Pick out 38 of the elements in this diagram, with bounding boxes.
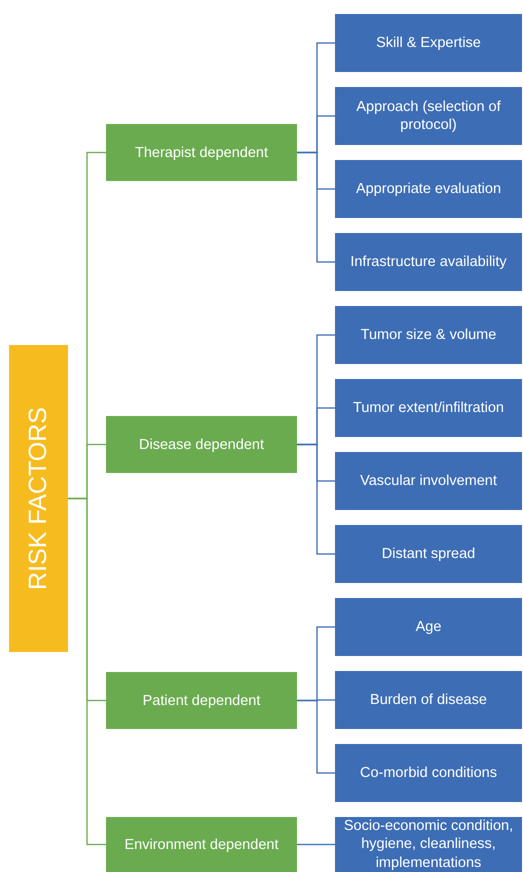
box-label: Distant spread xyxy=(382,544,476,564)
box-label: Socio-economic condition, hygiene, cleanliness, implementations xyxy=(342,817,514,872)
connector-line xyxy=(297,152,335,263)
title-box xyxy=(9,345,68,652)
box-label: Burden of disease xyxy=(370,690,487,710)
factor-box xyxy=(335,598,522,656)
box-label: Appropriate evaluation xyxy=(356,180,502,198)
box-label: Skill & Expertise xyxy=(376,34,481,52)
category-box xyxy=(106,817,297,872)
box-label: Tumor extent/infiltration xyxy=(353,398,504,418)
box-label: Approach (selection of protocol) xyxy=(355,98,502,134)
connector-line xyxy=(297,700,335,774)
factor-box xyxy=(335,525,522,583)
box-label: Disease dependent xyxy=(139,436,264,452)
factor-box xyxy=(335,306,522,364)
factor-box xyxy=(335,233,522,291)
factor-box xyxy=(335,744,522,802)
connector-line xyxy=(297,444,335,555)
box-label: Co-morbid conditions xyxy=(360,764,497,782)
box-label: Environment dependent xyxy=(124,836,278,852)
box-label: Therapist dependent xyxy=(134,144,268,160)
box-label: Infrastructure availability xyxy=(350,252,507,272)
factor-box xyxy=(335,87,522,145)
factor-box xyxy=(335,160,522,218)
category-box xyxy=(106,416,297,473)
category-box xyxy=(106,672,297,729)
category-box xyxy=(106,124,297,181)
factor-box xyxy=(335,671,522,729)
connector-line xyxy=(68,498,106,846)
box-label: Patient dependent xyxy=(142,692,260,708)
factor-box xyxy=(335,452,522,510)
connector-line xyxy=(297,844,335,846)
factor-box xyxy=(335,14,522,72)
box-label: Age xyxy=(416,618,442,636)
box-label: RISK FACTORS xyxy=(24,407,53,590)
factor-box xyxy=(335,379,522,437)
box-label: Vascular involvement xyxy=(360,472,497,490)
box-label: Tumor size & volume xyxy=(360,326,496,344)
